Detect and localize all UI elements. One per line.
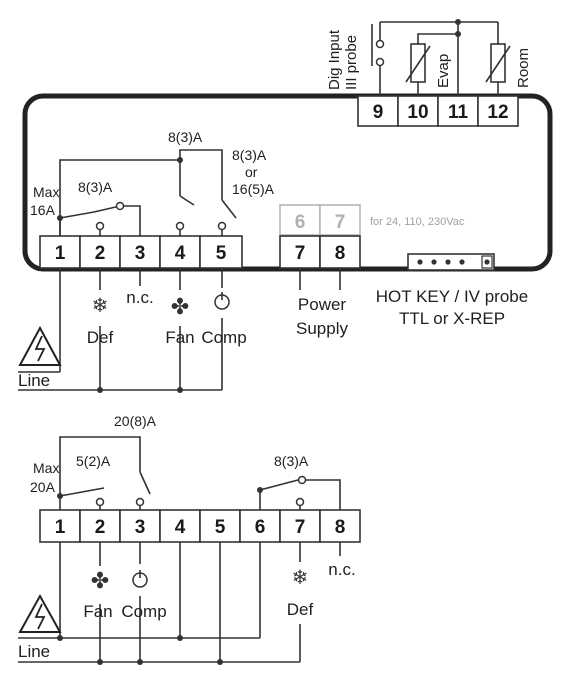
controller-body-top bbox=[22, 93, 553, 272]
terminal-8-power: 8 bbox=[335, 243, 346, 264]
max-label-bottom-1: Max bbox=[33, 460, 59, 476]
terminal-8-bottom: 8 bbox=[335, 517, 346, 538]
terminal-2-top: 2 bbox=[95, 243, 106, 264]
rating-comp-top-2: or bbox=[245, 164, 258, 180]
max-label-bottom-2: 20A bbox=[30, 479, 56, 495]
terminal-12: 12 bbox=[487, 102, 508, 123]
line-label-bottom: Line bbox=[18, 642, 50, 661]
comp-label-bottom: Comp bbox=[121, 602, 166, 621]
terminal-4-bottom: 4 bbox=[175, 517, 186, 538]
power-label-1: Power bbox=[298, 295, 347, 314]
terminal-7-grey: 7 bbox=[335, 212, 346, 233]
loads-bottom bbox=[18, 542, 341, 665]
fan-icon-bottom: ✤ bbox=[91, 568, 109, 593]
terminal-7-power: 7 bbox=[295, 243, 306, 264]
output-terminal-block-top: 1 2 3 4 5 bbox=[39, 235, 243, 269]
compressor-icon-top bbox=[214, 292, 230, 310]
terminal-11: 11 bbox=[448, 102, 469, 123]
warning-icon-top bbox=[18, 325, 62, 366]
fan-label-top: Fan bbox=[165, 328, 194, 347]
hotkey-label-2: TTL or X-REP bbox=[399, 309, 505, 328]
dig-input-label: Dig Input bbox=[326, 29, 343, 90]
input-terminal-block: 9 10 11 12 bbox=[357, 95, 519, 127]
room-label: Room bbox=[515, 48, 532, 88]
terminal-6-grey: 6 bbox=[295, 212, 306, 233]
terminal-10: 10 bbox=[407, 102, 428, 123]
terminal-3-bottom: 3 bbox=[135, 517, 146, 538]
comp-label-top: Comp bbox=[201, 328, 246, 347]
warning-icon-bottom bbox=[18, 593, 62, 633]
rating-comp-top-3: 16(5)A bbox=[232, 181, 275, 197]
terminal-1-top: 1 bbox=[55, 243, 66, 264]
terminal-block-bottom: 1 2 3 4 5 6 7 8 bbox=[39, 509, 361, 543]
max-label-top-1: Max bbox=[33, 184, 59, 200]
terminal-7-bottom: 7 bbox=[295, 517, 306, 538]
fan-label-bottom: Fan bbox=[83, 602, 112, 621]
compressor-icon-bottom bbox=[132, 570, 148, 588]
terminal-9: 9 bbox=[373, 102, 384, 123]
loads-top bbox=[18, 268, 341, 393]
rating-def-bottom: 8(3)A bbox=[274, 453, 309, 469]
terminal-6-bottom: 6 bbox=[255, 517, 266, 538]
rating-comp-bottom: 20(8)A bbox=[114, 413, 157, 429]
rating-fan-bottom: 5(2)A bbox=[76, 453, 111, 469]
iii-probe-label: III probe bbox=[343, 35, 360, 90]
terminal-2-bottom: 2 bbox=[95, 517, 106, 538]
nc-label-bottom: n.c. bbox=[328, 560, 355, 579]
power-voltage-note: for 24, 110, 230Vac bbox=[370, 216, 465, 228]
hotkey-label-1: HOT KEY / IV probe bbox=[376, 287, 528, 306]
terminal-1-bottom: 1 bbox=[55, 517, 66, 538]
rating-comp-top-1: 8(3)A bbox=[232, 147, 267, 163]
def-label-bottom: Def bbox=[287, 600, 314, 619]
evap-label: Evap bbox=[435, 54, 452, 88]
terminal-4-top: 4 bbox=[175, 243, 186, 264]
terminal-3-top: 3 bbox=[135, 243, 146, 264]
terminal-5-bottom: 5 bbox=[215, 517, 226, 538]
power-label-2: Supply bbox=[296, 319, 348, 338]
hot-key-connector bbox=[407, 253, 495, 271]
rating-fan-top: 8(3)A bbox=[168, 129, 203, 145]
snowflake-icon-bottom: ❄ bbox=[292, 567, 309, 589]
terminal-5-top: 5 bbox=[216, 243, 227, 264]
input-wiring bbox=[371, 19, 511, 96]
nc-label-top: n.c. bbox=[126, 288, 153, 307]
def-label-top: Def bbox=[87, 328, 114, 347]
power-terminal-block: 6 7 7 8 bbox=[279, 204, 361, 269]
max-label-top-2: 16A bbox=[30, 202, 56, 218]
line-label-top: Line bbox=[18, 371, 50, 390]
relay-wiring-top bbox=[57, 149, 237, 236]
fan-icon-top: ✤ bbox=[171, 294, 189, 319]
snowflake-icon-top: ❄ bbox=[92, 295, 109, 317]
rating-def-top: 8(3)A bbox=[78, 179, 113, 195]
relay-wiring-bottom bbox=[57, 436, 341, 510]
